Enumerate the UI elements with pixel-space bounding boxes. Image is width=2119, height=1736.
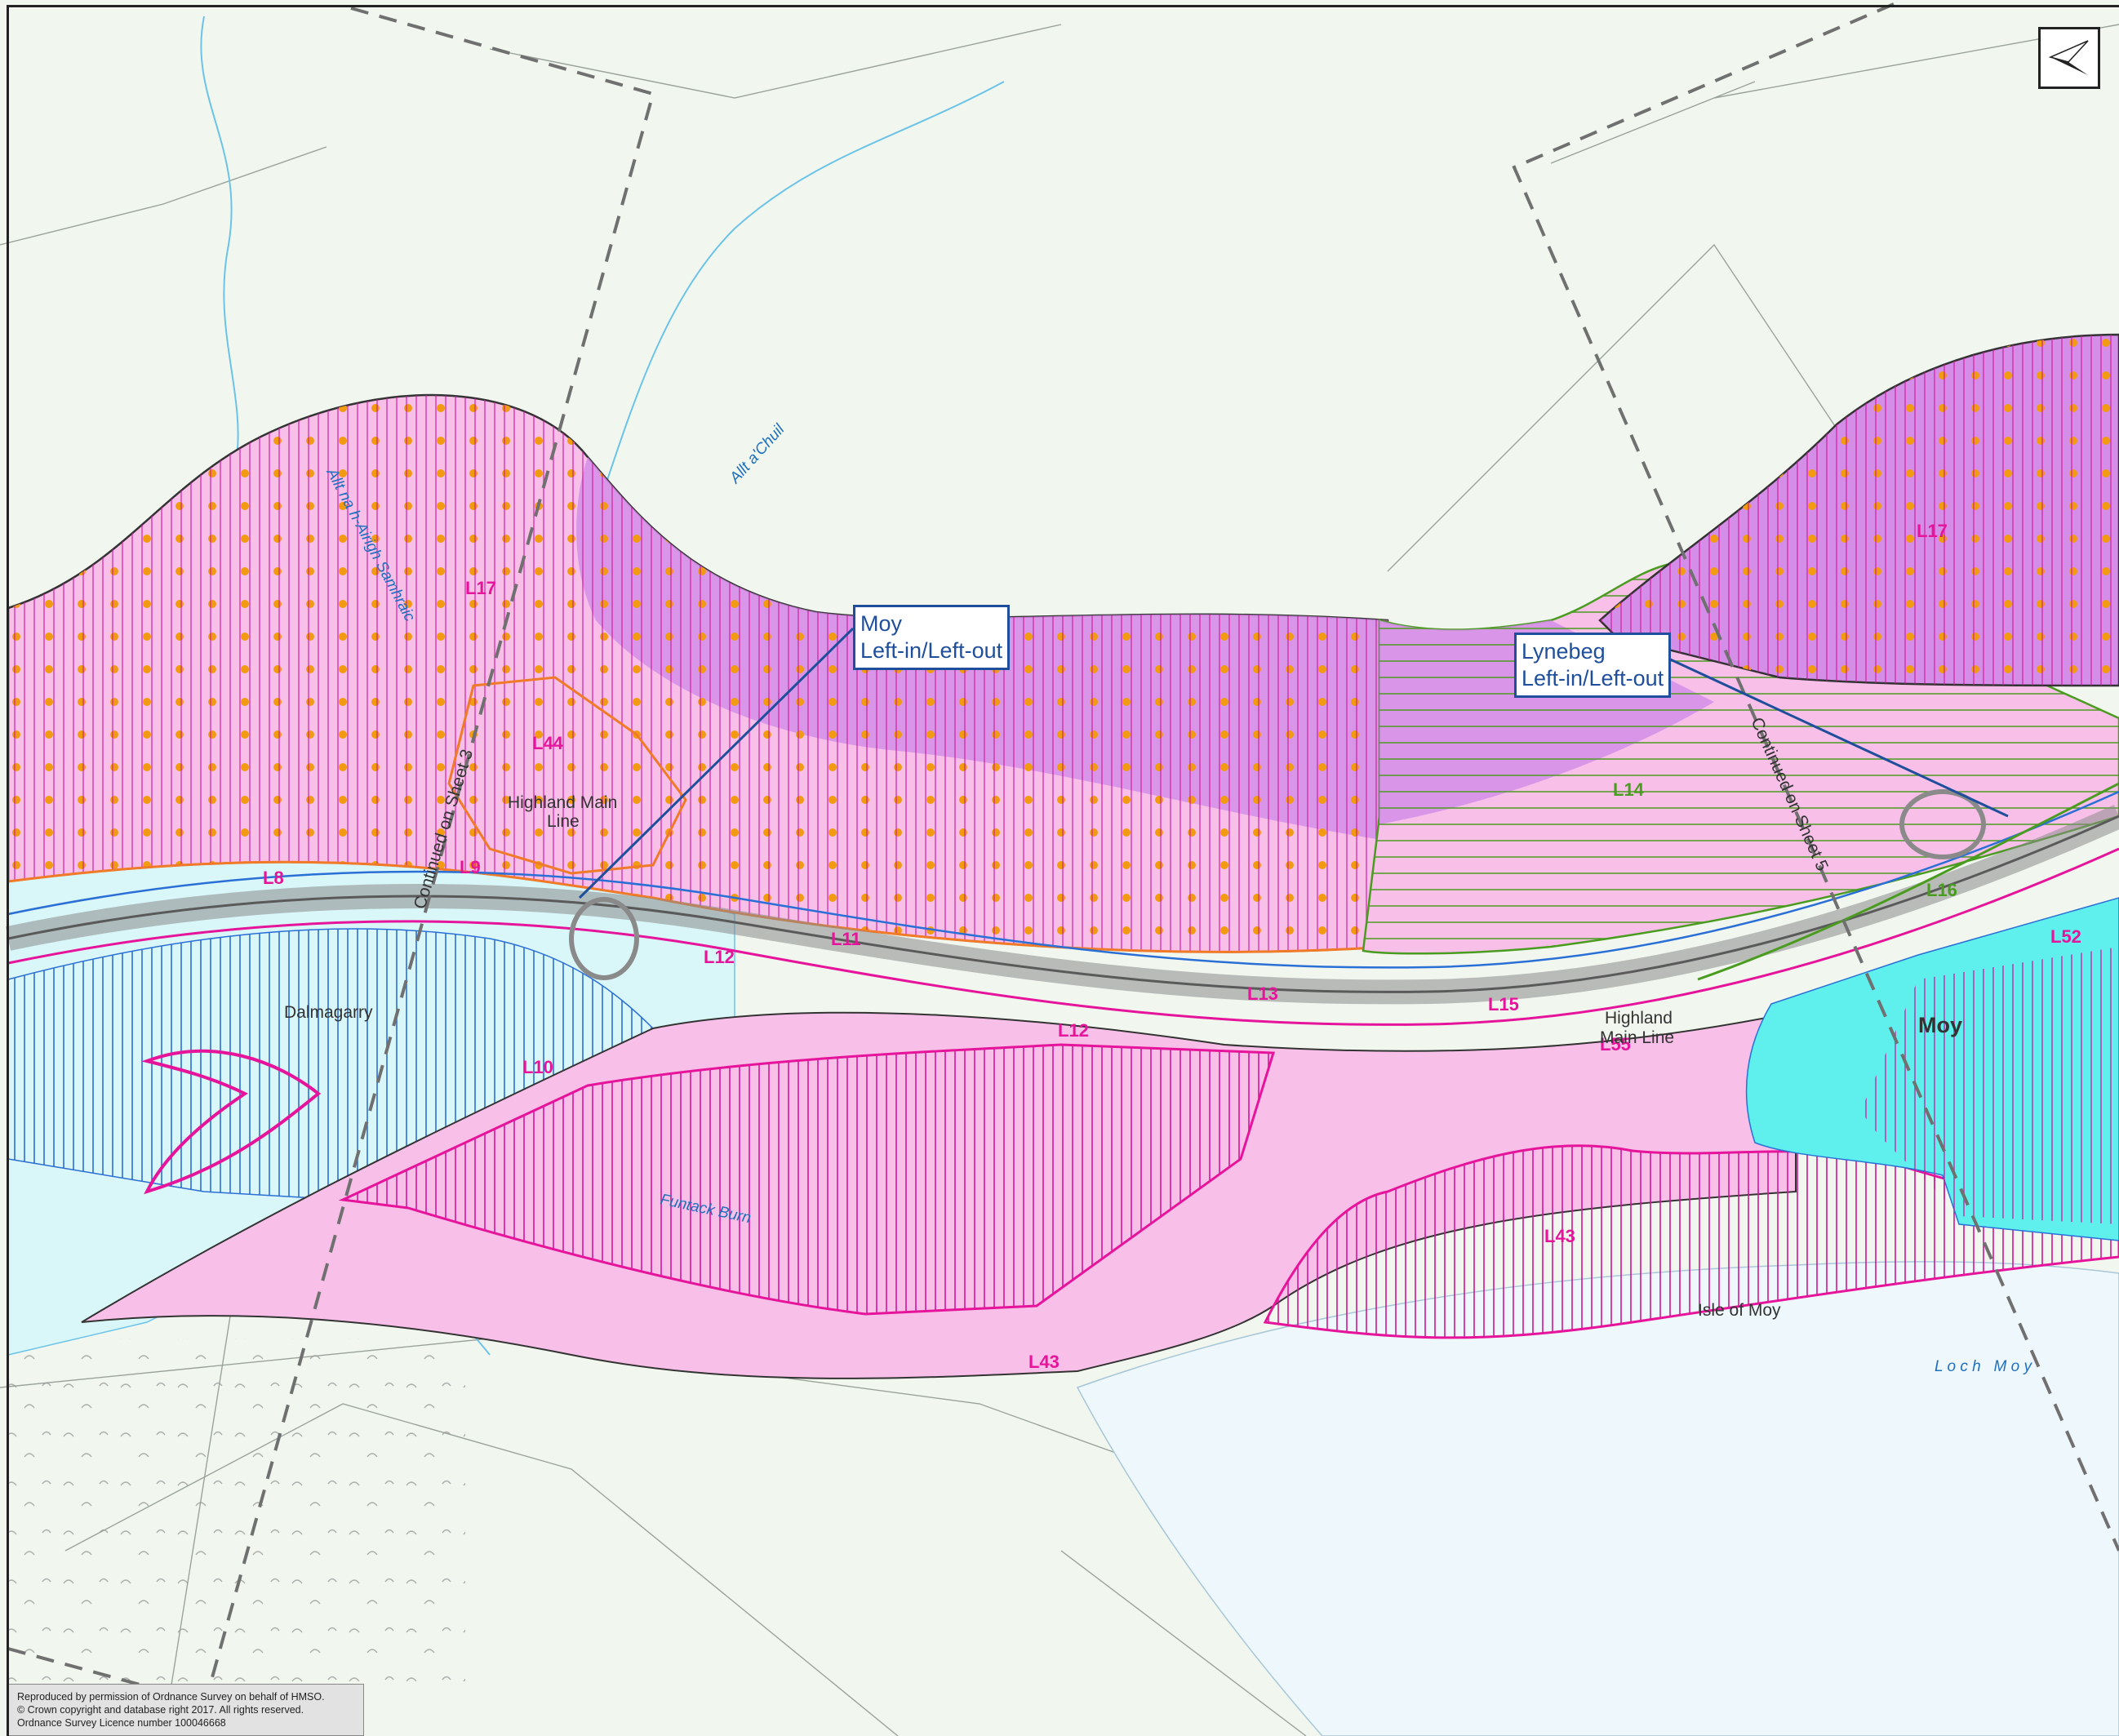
copyright-notice: Reproduced by permission of Ordnance Sur… <box>8 1684 364 1736</box>
label-highland-main-line-1b: Line <box>547 812 580 831</box>
stream-allt-a-chuil <box>603 81 1005 491</box>
label-L12-south: L12 <box>1058 1020 1089 1041</box>
copyright-line-2: © Crown copyright and database right 201… <box>17 1704 304 1716</box>
label-L43-south: L43 <box>1028 1352 1060 1372</box>
sheet-boundary-east <box>1512 2 2119 1552</box>
label-L17-west: L17 <box>465 578 496 598</box>
label-L16: L16 <box>1926 880 1957 900</box>
label-L17-east: L17 <box>1917 521 1948 541</box>
moy-junction-callout[interactable]: Moy Left-in/Left-out <box>853 605 1011 670</box>
moy-junction-name: Moy <box>860 611 903 636</box>
label-L9: L9 <box>460 857 481 877</box>
green-boundary-L16 <box>1697 782 2119 981</box>
label-highland-main-line-1a: Highland Main <box>508 793 617 812</box>
lynebeg-roundabout[interactable] <box>1899 789 1986 859</box>
moy-junction-type: Left-in/Left-out <box>860 638 1003 663</box>
lynebeg-junction-callout[interactable]: Lynebeg Left-in/Left-out <box>1514 633 1672 698</box>
north-arrow-glyph <box>2048 40 2089 75</box>
label-highland-main-line-2a: Highland <box>1605 1009 1673 1028</box>
label-loch-moy: L o c h M o y <box>1935 1358 2032 1375</box>
copyright-line-3: Ordnance Survey Licence number 100046668 <box>17 1717 226 1729</box>
lynebeg-leader-line <box>1664 655 2009 818</box>
label-L55: L55 <box>1600 1034 1631 1054</box>
label-L10: L10 <box>522 1057 553 1077</box>
stream-west <box>200 16 239 458</box>
moy-roundabout[interactable] <box>569 897 639 980</box>
label-highland-main-line-2b: Main Line <box>1600 1028 1674 1047</box>
hatch-L17-west <box>8 395 1388 952</box>
north-arrow-icon <box>2038 27 2100 89</box>
label-L43-east: L43 <box>1544 1226 1575 1246</box>
crescent-zone <box>141 1049 322 1195</box>
marsh-area <box>8 1339 465 1681</box>
label-L12-north: L12 <box>704 947 735 967</box>
label-L11: L11 <box>831 929 861 949</box>
hatch-L17-east <box>1600 335 2119 686</box>
parcel-L12-south[interactable] <box>338 1043 1276 1316</box>
label-L14: L14 <box>1613 779 1645 800</box>
label-L8: L8 <box>263 868 284 888</box>
a9-magenta-boundary <box>7 847 2119 1026</box>
label-L15: L15 <box>1488 994 1519 1015</box>
label-moy-village: Moy <box>1918 1013 1962 1037</box>
label-dalmagarry: Dalmagarry <box>284 1003 373 1022</box>
a9-carriageway <box>7 815 2119 993</box>
label-L44: L44 <box>532 733 564 753</box>
copyright-line-1: Reproduced by permission of Ordnance Sur… <box>17 1691 325 1703</box>
lynebeg-junction-type: Left-in/Left-out <box>1522 666 1664 690</box>
hatch-cyan-moy <box>1861 947 2119 1224</box>
parcel-L10[interactable] <box>7 928 655 1201</box>
label-isle-of-moy: Isle of Moy <box>1698 1301 1781 1320</box>
label-L52: L52 <box>2050 926 2081 947</box>
label-L13: L13 <box>1247 983 1278 1004</box>
moy-leader-line <box>578 627 855 899</box>
parcel-L44[interactable] <box>447 676 687 875</box>
a9-blue-boundary <box>7 790 2119 969</box>
orange-outline-L17-west <box>7 860 1388 953</box>
lynebeg-junction-name: Lynebeg <box>1522 639 1606 664</box>
